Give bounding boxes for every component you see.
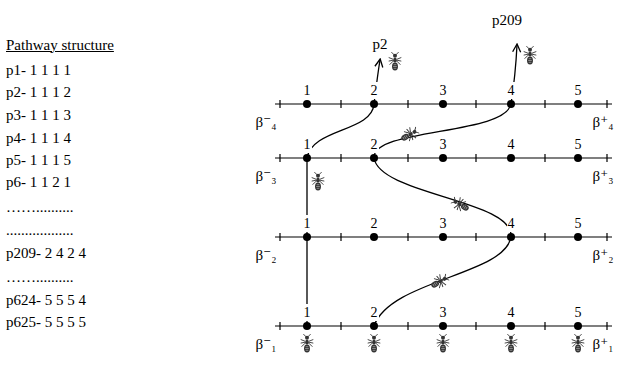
node-dot — [574, 100, 582, 108]
node-dot — [439, 154, 447, 162]
node-dot — [370, 154, 378, 162]
ant-icon — [398, 125, 420, 145]
ant-icon — [437, 334, 450, 352]
beta-max-label: β⁺₄ — [593, 114, 614, 131]
node-dot — [370, 322, 378, 330]
node-number: 1 — [303, 136, 312, 153]
pathway-entry: …….......... — [6, 199, 74, 216]
list-heading: Pathway structure — [6, 37, 114, 54]
ant-icon — [389, 52, 402, 70]
node-number: 4 — [507, 82, 516, 99]
beta-min-label: β⁻₁ — [256, 336, 277, 353]
ants — [301, 46, 585, 352]
ant-icon — [572, 334, 585, 352]
node-number: 2 — [370, 136, 379, 153]
node-dot — [507, 100, 515, 108]
node-dot — [574, 233, 582, 241]
node-number: 1 — [303, 82, 312, 99]
node-number: 2 — [370, 82, 379, 99]
pathway-entry: p2- 1 1 1 2 — [6, 84, 71, 101]
ant-icon — [312, 172, 325, 190]
ant-icon — [301, 334, 314, 352]
pathway-entry: p6- 1 1 2 1 — [6, 174, 71, 191]
ant-icon — [449, 195, 471, 215]
beta-lines — [275, 100, 612, 330]
node-dot — [507, 233, 515, 241]
nodes-dots — [303, 100, 582, 330]
pathway-entry: p5- 1 1 1 5 — [6, 152, 71, 169]
node-dot — [303, 233, 311, 241]
pathway-entry: p1- 1 1 1 1 — [6, 62, 71, 79]
ant-icon — [505, 334, 518, 352]
node-number: 3 — [439, 215, 448, 232]
path-p2 — [307, 60, 380, 326]
path-label: p209 — [492, 12, 522, 29]
node-number: 2 — [370, 304, 379, 321]
pathway-entry: p4- 1 1 1 4 — [6, 130, 71, 147]
node-dot — [507, 322, 515, 330]
node-number: 2 — [370, 215, 379, 232]
node-dot — [303, 100, 311, 108]
beta-max-label: β⁺₁ — [593, 336, 614, 353]
node-dot — [370, 233, 378, 241]
node-dot — [439, 233, 447, 241]
pathway-entry: .................. — [6, 222, 74, 239]
node-number: 1 — [303, 215, 312, 232]
node-number: 5 — [574, 304, 583, 321]
beta-min-label: β⁻₃ — [256, 168, 277, 185]
path-p209 — [374, 45, 517, 326]
ant-icon — [524, 46, 537, 64]
node-number: 5 — [574, 215, 583, 232]
pathway-curves — [307, 45, 517, 326]
node-number: 3 — [439, 82, 448, 99]
path-label: p2 — [373, 36, 388, 53]
tick-marks — [280, 100, 607, 330]
node-dot — [439, 322, 447, 330]
beta-min-label: β⁻₂ — [256, 247, 277, 264]
pathway-entry: p209- 2 4 2 4 — [6, 245, 86, 262]
pathway-entry: p624- 5 5 5 4 — [6, 292, 86, 309]
node-dot — [574, 322, 582, 330]
node-number: 4 — [507, 304, 516, 321]
pathway-entry: p3- 1 1 1 3 — [6, 107, 71, 124]
node-number: 3 — [439, 136, 448, 153]
node-dot — [303, 154, 311, 162]
node-dot — [370, 100, 378, 108]
beta-max-label: β⁺₃ — [593, 168, 614, 185]
node-number: 4 — [507, 136, 516, 153]
beta-min-label: β⁻₄ — [256, 114, 277, 131]
node-number: 4 — [507, 215, 516, 232]
node-dot — [574, 154, 582, 162]
node-dot — [303, 322, 311, 330]
pathway-entry: p625- 5 5 5 5 — [6, 314, 86, 331]
beta-max-label: β⁺₂ — [593, 247, 614, 264]
node-number: 3 — [439, 304, 448, 321]
ant-icon — [368, 334, 381, 352]
node-dot — [439, 100, 447, 108]
node-dot — [507, 154, 515, 162]
pathway-entry: …….......... — [6, 269, 74, 286]
node-number: 5 — [574, 82, 583, 99]
ant-icon — [428, 272, 450, 292]
node-number: 1 — [303, 304, 312, 321]
node-number: 5 — [574, 136, 583, 153]
